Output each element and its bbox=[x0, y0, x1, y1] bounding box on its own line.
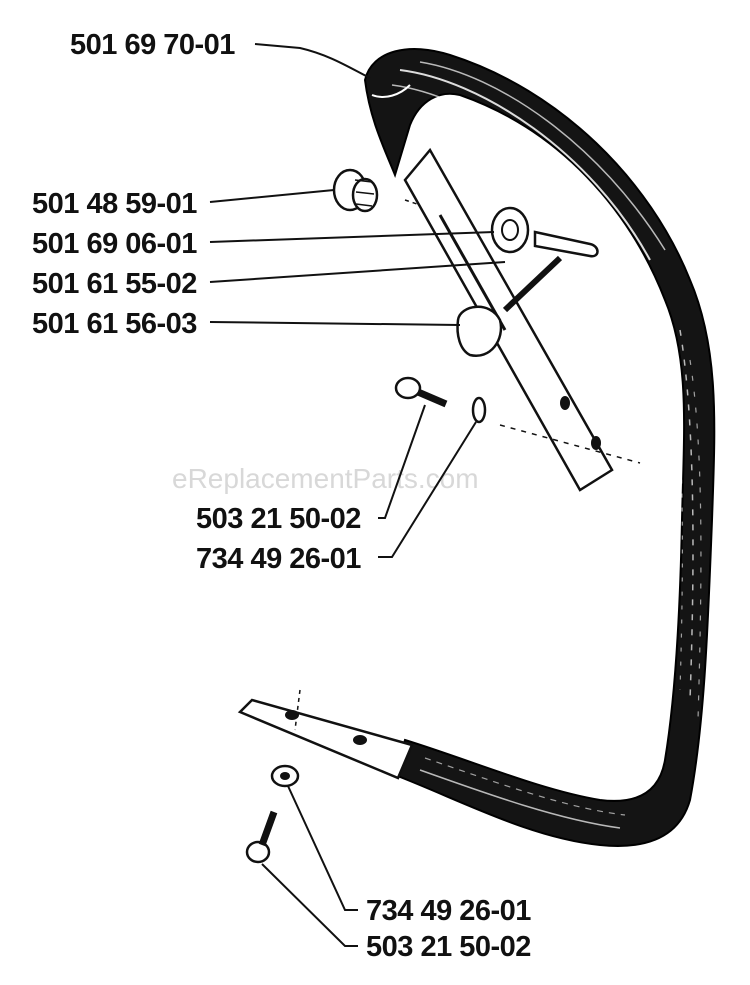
upper-screw-part bbox=[394, 376, 448, 408]
label-knob: 501 61 56-03 bbox=[32, 308, 197, 340]
label-pin: 501 61 55-02 bbox=[32, 268, 197, 300]
bracket-hole bbox=[353, 735, 367, 745]
upper-washer-part bbox=[471, 396, 487, 424]
label-bushing: 501 69 06-01 bbox=[32, 228, 197, 260]
grommet-part bbox=[332, 168, 379, 213]
label-washer-lower: 734 49 26-01 bbox=[366, 895, 531, 927]
knob-part bbox=[456, 305, 503, 358]
lower-washer-part bbox=[270, 764, 300, 788]
watermark: eReplacementParts.com bbox=[172, 463, 479, 494]
leader-lines bbox=[209, 43, 506, 947]
bracket-hole bbox=[560, 396, 570, 410]
label-screw-upper: 503 21 50-02 bbox=[196, 503, 361, 535]
label-washer-upper: 734 49 26-01 bbox=[196, 543, 361, 575]
label-grommet: 501 48 59-01 bbox=[32, 188, 197, 220]
lower-bracket bbox=[237, 698, 414, 780]
pin-part bbox=[502, 230, 599, 313]
bracket-hole bbox=[591, 436, 601, 450]
label-handle: 501 69 70-01 bbox=[70, 29, 235, 61]
label-screw-lower: 503 21 50-02 bbox=[366, 931, 531, 963]
bracket-hole bbox=[285, 710, 299, 720]
lower-screw-part bbox=[245, 810, 278, 864]
bushing-part bbox=[490, 206, 530, 254]
upper-bracket bbox=[403, 147, 614, 492]
